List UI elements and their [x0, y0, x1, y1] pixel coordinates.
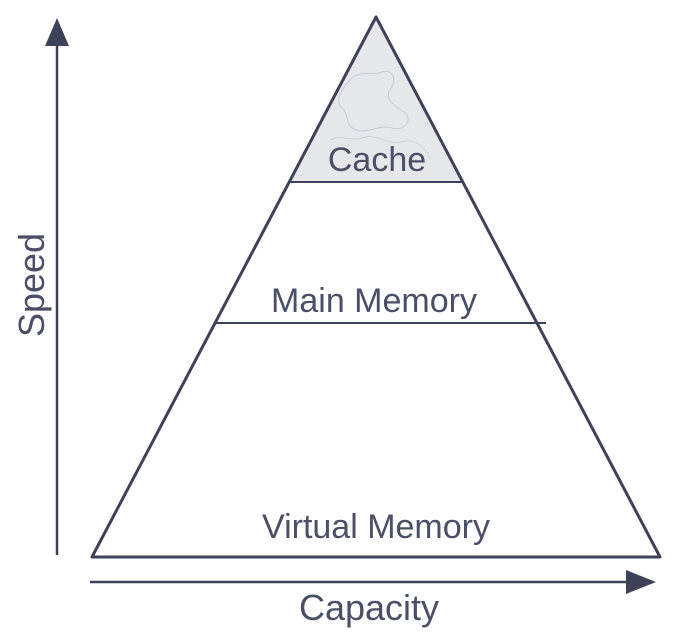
speed-axis-arrowhead [45, 18, 69, 46]
cache-level-fill [289, 17, 463, 182]
virtual-memory-label: Virtual Memory [262, 508, 490, 546]
cache-texture [338, 70, 409, 132]
capacity-axis-label: Capacity [299, 587, 439, 628]
cache-texture-2 [329, 136, 431, 159]
cache-label: Cache [328, 141, 426, 179]
pyramid-outline [90, 15, 662, 559]
capacity-axis-arrowhead [626, 570, 656, 594]
main-memory-label: Main Memory [271, 282, 477, 320]
speed-axis-label: Speed [11, 233, 52, 337]
